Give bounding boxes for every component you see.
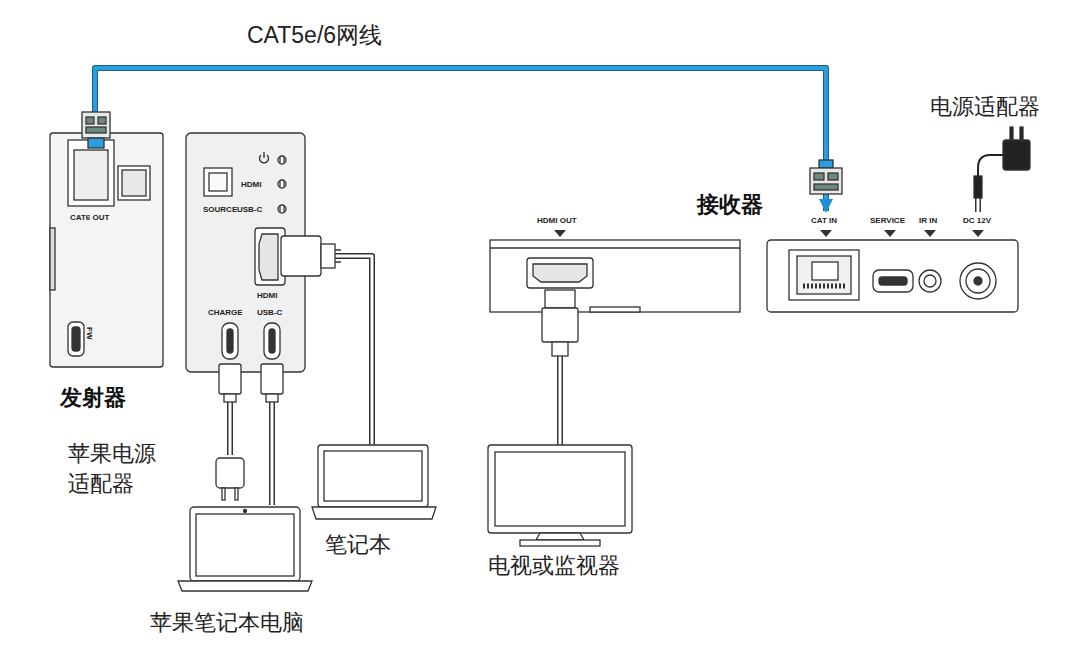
power-adapter (974, 127, 1030, 198)
label-text: 笔记本 (325, 530, 391, 560)
apple-adapter-box: 苹果电源 适配器 (216, 455, 244, 500)
edge-label: CAT5e/6网线 (245, 20, 384, 51)
label-text: 接收器 (697, 190, 763, 220)
transmitter-side-box: CAT6 OUTFW发射器 (50, 133, 163, 367)
laptop-box: 笔记本 (310, 445, 437, 520)
label-text: IR IN (919, 216, 937, 225)
rj45-plug (810, 160, 842, 194)
usb-c-plug (219, 364, 283, 402)
laptop (178, 507, 312, 591)
label-text: SERVICE (870, 216, 905, 225)
transmitter-side-housing (50, 133, 163, 367)
label-text: HDMI (257, 291, 277, 300)
label-text: CHARGE (208, 308, 243, 317)
receiver-front-housing (490, 230, 740, 312)
rj45-plug (82, 112, 110, 148)
hdmi-plug (281, 236, 341, 276)
receiver-back-housing (767, 230, 1018, 312)
hdmi-plug (542, 290, 578, 356)
tv-monitor (488, 445, 632, 546)
label-text: CAT6 OUT (70, 213, 109, 222)
apple-laptop-box: 苹果笔记本电脑 (178, 505, 312, 592)
transmitter-front-box: HDMIUSB-CSOURCEHDMICHARGEUSB-C (186, 133, 305, 372)
label-text: USB-C (237, 205, 262, 214)
laptop (312, 445, 436, 519)
apple-power-adapter (216, 458, 244, 500)
label-text: 苹果电源 适配器 (68, 439, 160, 499)
label-text: CAT IN (811, 216, 837, 225)
label-text: HDMI OUT (537, 216, 577, 225)
receiver-front-box: HDMI OUT (490, 212, 740, 312)
label-text: 电源适配器 (930, 92, 1040, 122)
cable-connector (305, 256, 372, 445)
label-text: 发射器 (60, 383, 126, 413)
label-text: 电视或监视器 (488, 551, 620, 581)
power-adapter-box: 电源适配器 (930, 92, 1065, 190)
tv-monitor-box: 电视或监视器 (488, 445, 632, 547)
label-text: DC 12V (963, 216, 991, 225)
label-text: SOURCE (203, 205, 237, 214)
label-text: HDMI (241, 180, 261, 189)
label-text: USB-C (257, 308, 282, 317)
label-text: 苹果笔记本电脑 (150, 608, 304, 638)
label-text: FW (85, 327, 94, 339)
receiver-back-box: 接收器CAT INSERVICEIR INDC 12V (767, 212, 1018, 312)
